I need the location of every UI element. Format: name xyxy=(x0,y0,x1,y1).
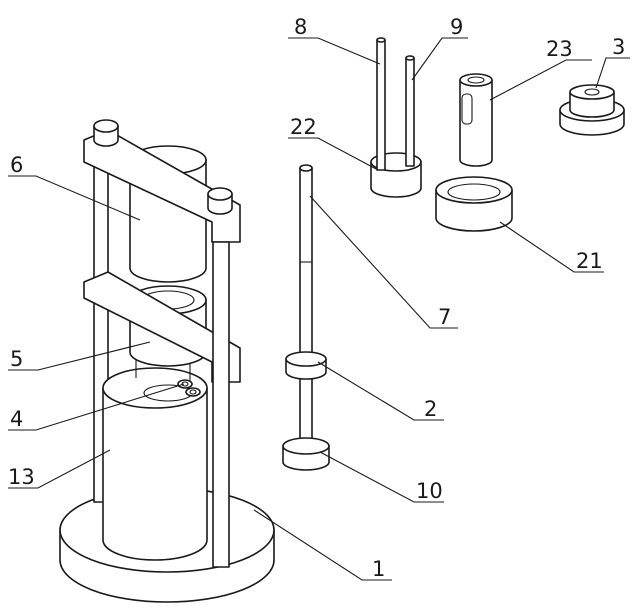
label-10: 10 xyxy=(416,479,443,503)
bottom-disk xyxy=(282,437,330,471)
pin-long xyxy=(376,37,386,171)
label-4: 4 xyxy=(10,407,23,431)
ring xyxy=(435,176,513,232)
label-21: 21 xyxy=(576,249,603,273)
shaft-collar xyxy=(285,351,327,380)
label-8: 8 xyxy=(294,15,307,39)
rod-caps xyxy=(93,119,233,215)
label-23: 23 xyxy=(546,37,573,61)
label-22: 22 xyxy=(290,115,317,139)
slotted-sleeve xyxy=(459,73,493,167)
label-9: 9 xyxy=(450,15,463,39)
label-13: 13 xyxy=(8,465,35,489)
leader-lines xyxy=(8,37,630,581)
label-6: 6 xyxy=(10,153,23,177)
label-1: 1 xyxy=(372,557,385,581)
part-labels: 6 5 4 13 1 2 10 7 8 9 22 23 3 21 xyxy=(8,15,625,581)
label-5: 5 xyxy=(10,347,23,371)
pin-short xyxy=(405,55,415,167)
label-2: 2 xyxy=(424,397,437,421)
stepped-cap xyxy=(559,84,625,136)
label-7: 7 xyxy=(438,305,451,329)
label-3: 3 xyxy=(612,35,625,59)
center-shaft xyxy=(299,164,313,459)
cylinder-body xyxy=(102,367,208,561)
guide-rod-front xyxy=(212,241,230,568)
